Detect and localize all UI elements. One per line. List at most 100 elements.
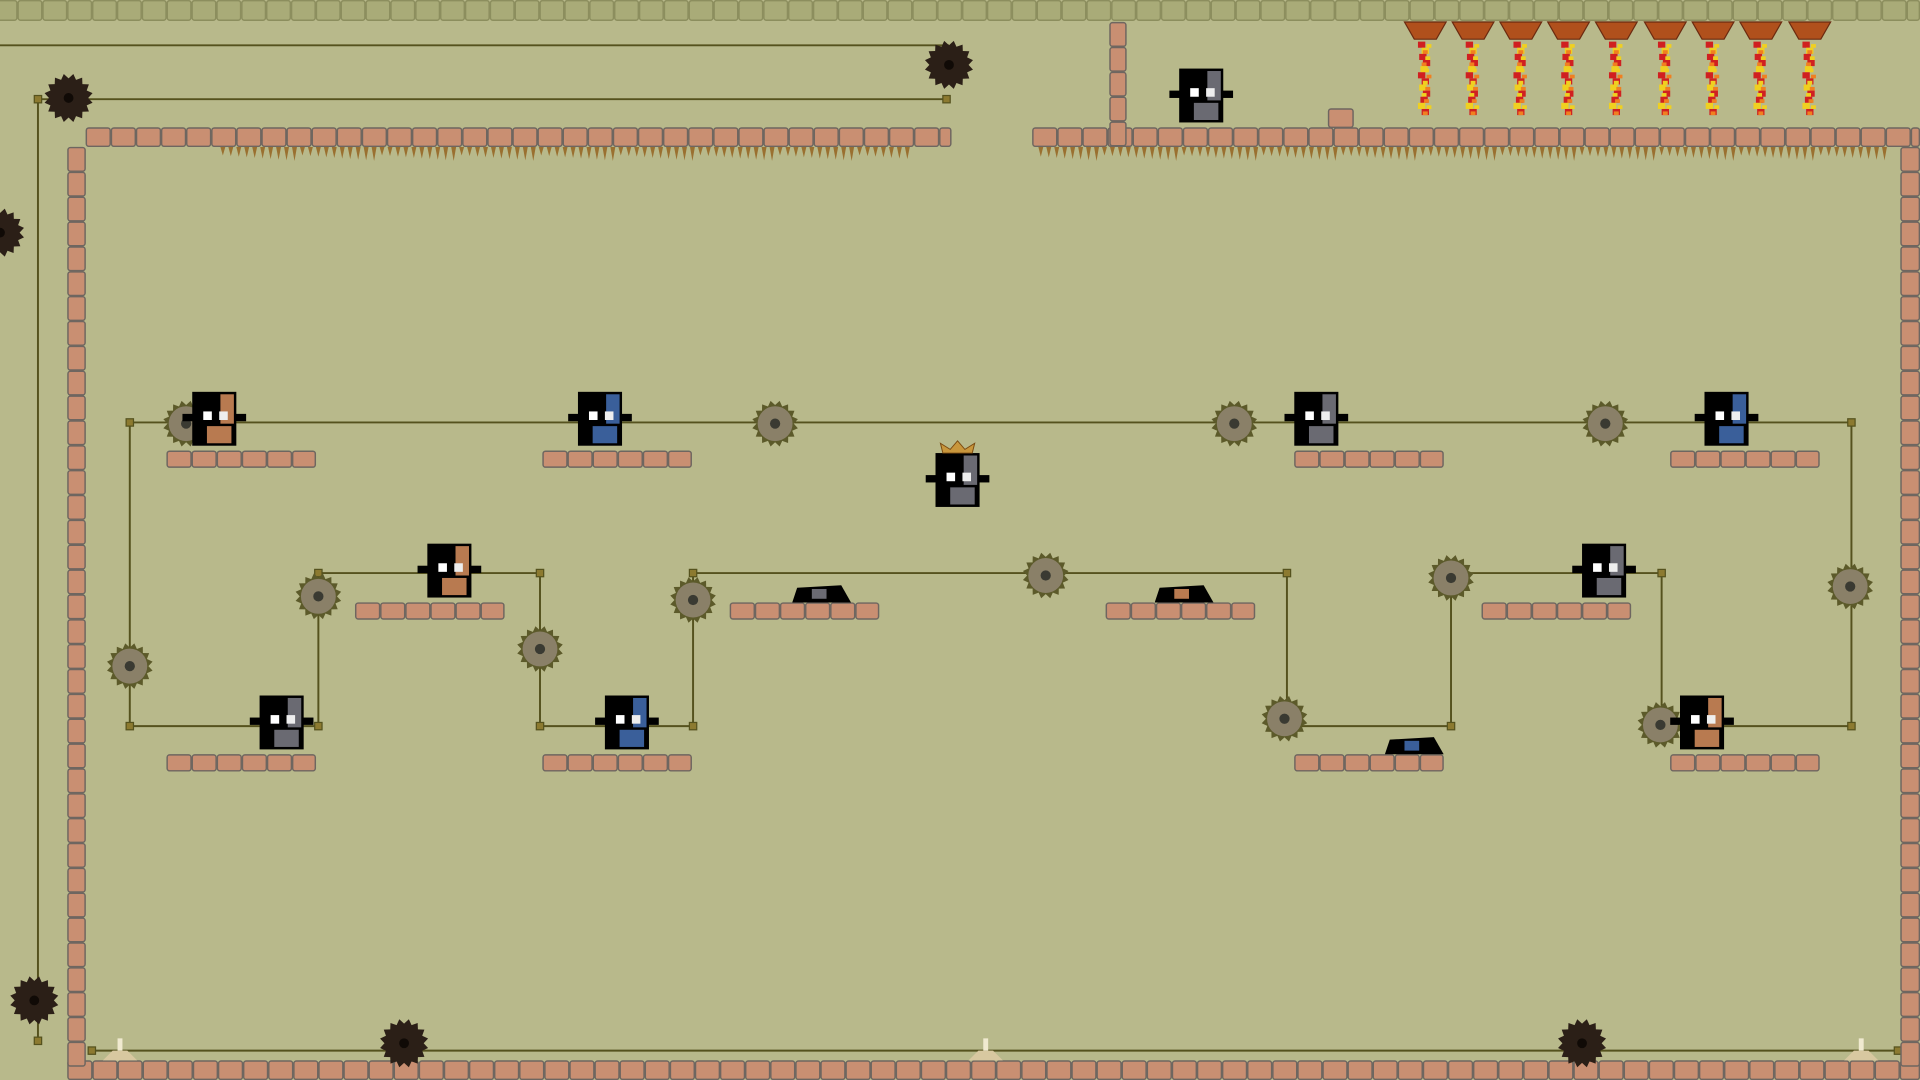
- flame-particle: [1758, 50, 1764, 54]
- rail-node: [314, 721, 323, 731]
- rail-node: [314, 568, 323, 578]
- ceiling-right: [1032, 127, 1920, 148]
- brick-tile: [1458, 127, 1485, 148]
- flame-particle: [1811, 105, 1816, 109]
- brick-tile: [813, 127, 839, 148]
- brick-tile: [1483, 0, 1510, 21]
- flame-particle: [1522, 74, 1527, 79]
- flame-particle: [1754, 84, 1763, 91]
- brick-tile: [1732, 0, 1758, 21]
- corpse-patch: [1174, 588, 1189, 599]
- brick-tile: [293, 1060, 319, 1080]
- eye-right: [1731, 411, 1740, 420]
- flame-particle: [1758, 111, 1764, 116]
- spike: [1197, 146, 1203, 157]
- flame-particle: [1426, 105, 1432, 109]
- brick-tile: [1856, 0, 1882, 21]
- brick-tile: [567, 450, 593, 468]
- saw-hub: [1279, 713, 1290, 724]
- brick-tile: [1285, 0, 1311, 21]
- spike: [1293, 146, 1298, 158]
- brick-tile: [820, 1060, 846, 1080]
- flame-particle: [1569, 74, 1575, 79]
- platform: [542, 450, 692, 468]
- platform: [1294, 754, 1444, 772]
- flame-particle: [1757, 93, 1763, 97]
- spike: [1611, 146, 1617, 158]
- brick-tile: [268, 1060, 294, 1080]
- flame-particle: [1473, 56, 1478, 60]
- brick-tile: [1900, 1041, 1920, 1067]
- brick-tile: [1900, 295, 1920, 322]
- brick-tile: [1036, 0, 1062, 21]
- spike: [1420, 146, 1426, 156]
- spike: [825, 146, 831, 160]
- brick-tile: [1799, 1060, 1825, 1080]
- flame-particle: [1710, 111, 1716, 116]
- flame-particle: [1662, 111, 1668, 116]
- saw-hub: [1600, 418, 1611, 429]
- saw-hub: [0, 227, 5, 238]
- brick-tile: [920, 1060, 947, 1080]
- spike: [769, 146, 775, 162]
- eye-right: [454, 563, 463, 572]
- spike: [1603, 146, 1609, 158]
- spike: [1547, 146, 1553, 160]
- brick-tile: [261, 127, 287, 148]
- brick-tile: [1770, 450, 1796, 468]
- spike: [276, 146, 282, 160]
- eye-left: [1305, 411, 1314, 420]
- blob-character-icon: [249, 695, 314, 750]
- brick-tile: [738, 0, 764, 21]
- brick-tile: [1481, 602, 1507, 620]
- candle-base: [1844, 1050, 1879, 1061]
- spike: [1062, 146, 1068, 159]
- brick-tile: [838, 127, 864, 148]
- brick-tile: [67, 420, 86, 446]
- brick-tile: [1634, 127, 1660, 148]
- brick-tile: [67, 171, 86, 197]
- spike: [379, 146, 385, 156]
- brick-tile: [110, 127, 137, 148]
- brick-tile: [217, 1060, 244, 1080]
- flame-particle: [1664, 99, 1669, 103]
- flame-particle: [1417, 41, 1426, 48]
- spike: [849, 146, 855, 162]
- spike: [1157, 146, 1163, 160]
- spike: [260, 146, 266, 159]
- brick-tile: [1860, 127, 1886, 148]
- brick-tile: [1322, 1060, 1348, 1080]
- spike: [1213, 146, 1219, 158]
- brick-tile: [1583, 0, 1609, 21]
- saw-hub: [944, 60, 954, 70]
- brick-tile: [67, 271, 86, 297]
- flame-particle: [1568, 56, 1574, 60]
- brick-tile: [863, 127, 890, 148]
- spike: [1706, 146, 1712, 160]
- flame-particle: [1465, 102, 1474, 109]
- brick-tile: [1900, 793, 1920, 819]
- brick-tile: [1171, 1060, 1198, 1080]
- brick-tile: [1900, 519, 1920, 545]
- brick-tile: [67, 494, 86, 520]
- brick-tile: [1258, 127, 1284, 148]
- blob-character-icon: [568, 391, 632, 446]
- spike: [1794, 146, 1800, 160]
- brick-tile: [186, 127, 212, 148]
- brick-tile: [67, 196, 86, 222]
- flamethrower-icon: [1787, 21, 1832, 116]
- brick-tile: [1121, 1060, 1147, 1080]
- spike: [1332, 146, 1338, 162]
- blob-character-icon: [1670, 695, 1734, 750]
- brick-tile: [67, 1041, 86, 1067]
- flame-particle: [1762, 105, 1767, 109]
- flame-particle: [1657, 41, 1666, 48]
- brick-tile: [216, 0, 242, 21]
- saw-hub: [1229, 418, 1240, 429]
- brick-tile: [1608, 0, 1634, 21]
- brick-tile: [1881, 0, 1907, 21]
- spike: [1683, 146, 1688, 158]
- brick-tile: [1260, 0, 1286, 21]
- brick-tile: [1900, 817, 1920, 844]
- flame-particle: [1518, 50, 1524, 54]
